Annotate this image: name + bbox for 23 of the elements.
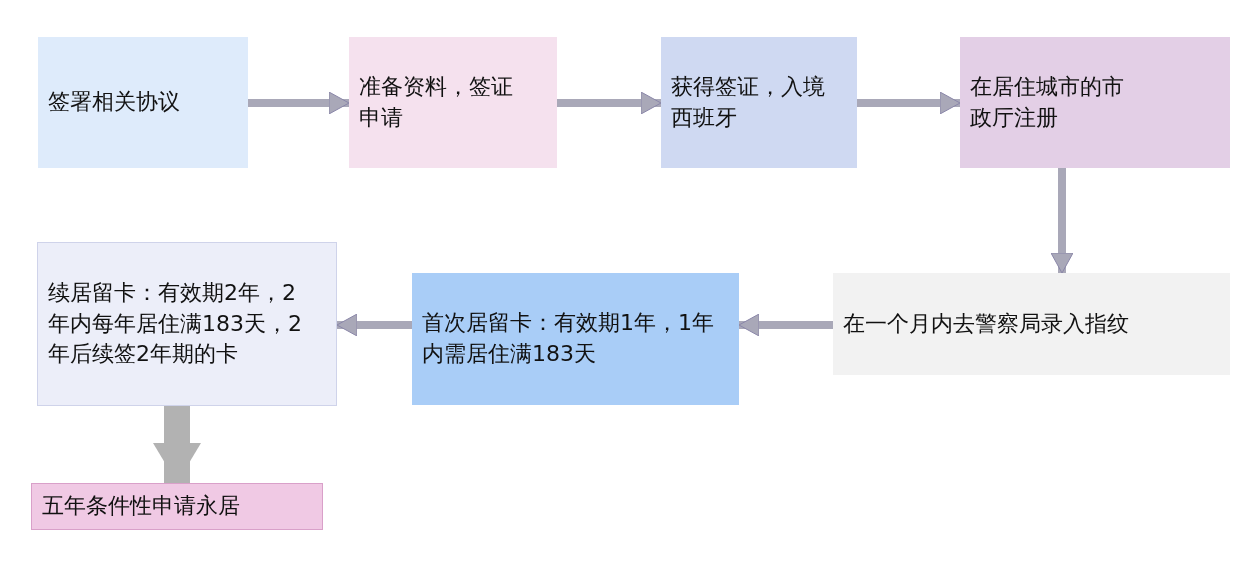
arrow [153,406,201,483]
step-text: 在居住城市的市政厅注册 [970,72,1125,132]
process-box [349,37,557,168]
step-text: 续居留卡：有效期2年，2年内每年居住满183天，2年后续签2年期的卡 [48,278,303,369]
process-box [412,273,739,405]
step-text: 五年条件性申请永居 [42,492,240,521]
process-box [38,37,248,168]
arrow [738,313,833,337]
step-text: 首次居留卡：有效期1年，1年内需居住满183天 [422,309,715,368]
process-box [661,37,857,168]
arrow [557,91,662,115]
process-box [31,483,323,530]
arrow [336,313,412,337]
arrow [1050,168,1074,274]
step-text: 获得签证，入境西班牙 [671,72,826,132]
step-text: 在一个月内去警察局录入指纹 [843,309,1129,338]
step-text: 签署相关协议 [48,88,180,117]
process-box [37,242,337,406]
arrow [248,91,350,115]
arrow [857,91,961,115]
process-box [960,37,1230,168]
process-box [833,273,1230,375]
step-text: 准备资料，签证申请 [359,72,514,132]
